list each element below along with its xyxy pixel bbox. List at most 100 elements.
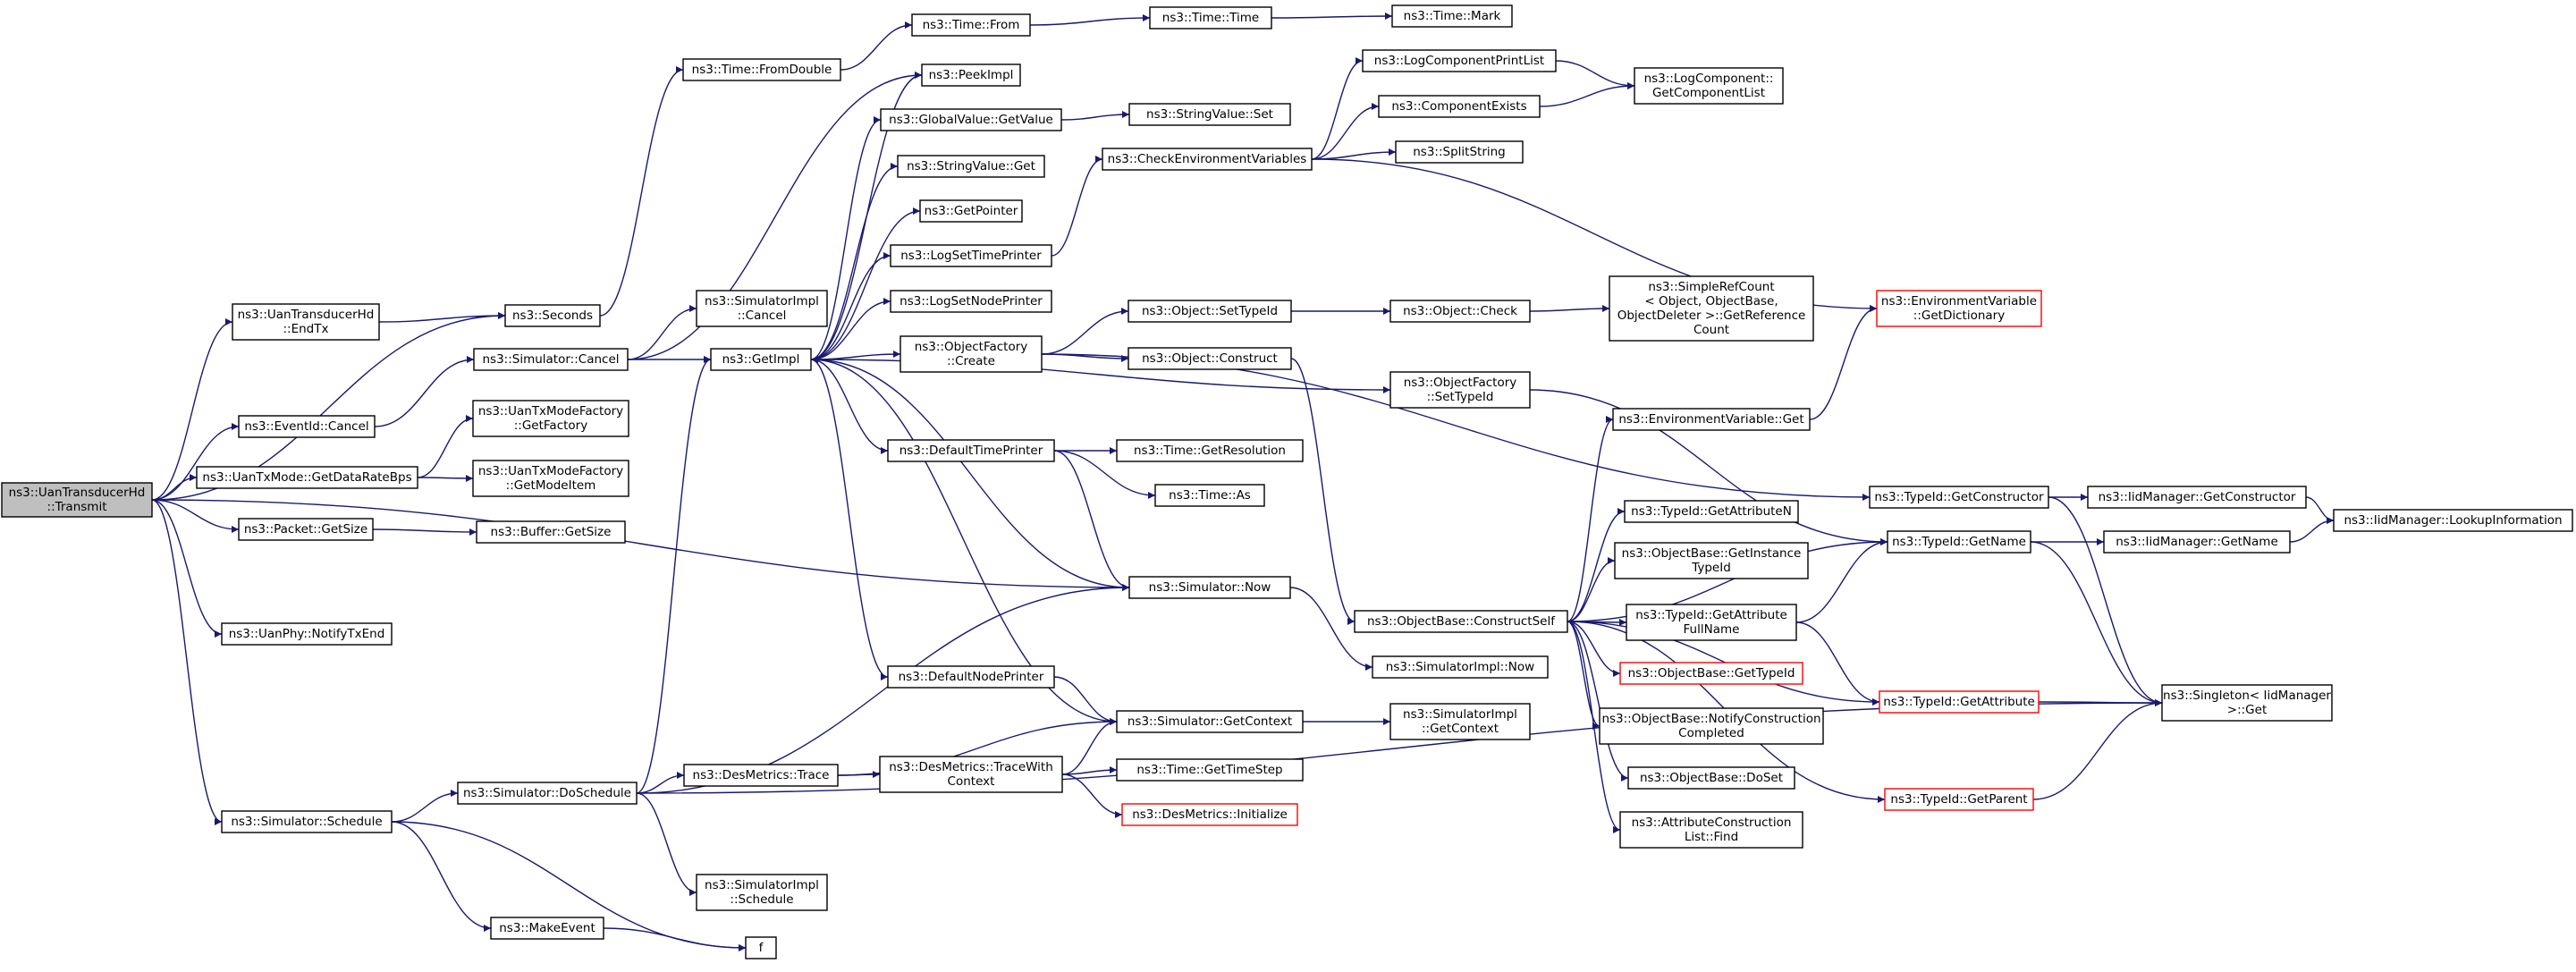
node-time_from[interactable]: ns3::Time::From	[911, 13, 1031, 37]
node-modefactory_getfactory[interactable]: ns3::UanTxModeFactory::GetFactory	[472, 400, 629, 437]
node-label: ns3::Time::FromDouble	[692, 63, 832, 77]
node-label: ns3::GetPointer	[925, 204, 1018, 218]
node-checkenvvars[interactable]: ns3::CheckEnvironmentVariables	[1102, 148, 1313, 171]
node-box	[899, 335, 1043, 373]
node-sim_doschedule[interactable]: ns3::Simulator::DoSchedule	[457, 782, 638, 805]
node-simimpl_schedule[interactable]: ns3::SimulatorImpl::Schedule	[696, 874, 828, 911]
node-sim_cancel[interactable]: ns3::Simulator::Cancel	[473, 348, 629, 371]
graph-edge	[810, 252, 891, 360]
node-objectbase_doset[interactable]: ns3::ObjectBase::DoSet	[1627, 766, 1795, 790]
node-simplerefcount[interactable]: ns3::SimpleRefCount< Object, ObjectBase,…	[1609, 275, 1814, 342]
node-time_time[interactable]: ns3::Time::Time	[1149, 6, 1272, 30]
node-envvar_getdictionary[interactable]: ns3::EnvironmentVariable::GetDictionary	[1876, 290, 2042, 327]
node-packet_getsize[interactable]: ns3::Packet::GetSize	[238, 518, 374, 541]
node-notifytxend[interactable]: ns3::UanPhy::NotifyTxEnd	[221, 622, 393, 646]
node-transmit[interactable]: ns3::UanTransducerHd::Transmit	[1, 482, 153, 518]
node-object_settypeid[interactable]: ns3::Object::SetTypeId	[1128, 300, 1292, 323]
node-object_check[interactable]: ns3::Object::Check	[1389, 300, 1531, 323]
node-typeid_getattributen[interactable]: ns3::TypeId::GetAttributeN	[1624, 500, 1799, 523]
node-getdataratebps[interactable]: ns3::UanTxMode::GetDataRateBps	[196, 466, 418, 489]
node-globalvalue_getvalue[interactable]: ns3::GlobalValue::GetValue	[880, 108, 1062, 131]
node-label: ns3::TypeId::GetAttribute	[1635, 608, 1787, 622]
node-time_mark[interactable]: ns3::Time::Mark	[1391, 4, 1513, 28]
node-time_fromdouble[interactable]: ns3::Time::FromDouble	[682, 58, 841, 81]
edge-defaulttimeprinter-to-time_as	[1053, 450, 1156, 499]
node-simimpl_now[interactable]: ns3::SimulatorImpl::Now	[1372, 655, 1549, 679]
node-getimpl[interactable]: ns3::GetImpl	[710, 348, 812, 371]
node-label: ns3::ObjectFactory	[1404, 376, 1517, 390]
node-peekimpl[interactable]: ns3::PeekImpl	[921, 63, 1021, 87]
node-seconds[interactable]: ns3::Seconds	[504, 304, 601, 327]
node-objectfactory_settypeid[interactable]: ns3::ObjectFactory::SetTypeId	[1389, 371, 1531, 409]
node-singleton_get[interactable]: ns3::Singleton< IidManager>::Get	[2161, 684, 2333, 722]
edge-transmit-to-seconds	[151, 312, 506, 501]
graph-edge	[2030, 541, 2163, 706]
node-time_gettimestep[interactable]: ns3::Time::GetTimeStep	[1116, 758, 1304, 782]
node-componentexists[interactable]: ns3::ComponentExists	[1378, 95, 1541, 118]
node-simimpl_getcontext[interactable]: ns3::SimulatorImpl::GetContext	[1389, 703, 1531, 740]
node-label: ns3::Simulator::Schedule	[231, 815, 382, 829]
node-defaultnodeprinter[interactable]: ns3::DefaultNodePrinter	[887, 665, 1055, 689]
graph-edge	[1567, 557, 1616, 622]
graph-edge	[391, 790, 459, 823]
node-label: ns3::Time::From	[923, 18, 1020, 32]
node-endtx[interactable]: ns3::UanTransducerHd::EndTx	[232, 303, 380, 341]
edge-logcomponentprintlist-to-getcomponentlist	[1555, 60, 1635, 89]
node-iidmanager_getname[interactable]: ns3::IidManager::GetName	[2103, 530, 2291, 554]
node-logsetnodeprinter[interactable]: ns3::LogSetNodePrinter	[890, 290, 1052, 313]
node-label: ObjectDeleter >::GetReference	[1617, 309, 1806, 323]
edge-desmetrics_trace-to-desmetrics_tracewithcontext	[837, 771, 881, 779]
edge-globalvalue_getvalue-to-stringvalue_set	[1060, 111, 1130, 121]
graph-edge	[636, 792, 697, 896]
node-makeevent[interactable]: ns3::MakeEvent	[490, 917, 604, 940]
node-typeid_getattribute[interactable]: ns3::TypeId::GetAttribute	[1879, 690, 2040, 714]
node-box	[2087, 486, 2307, 509]
node-sim_schedule[interactable]: ns3::Simulator::Schedule	[221, 810, 393, 833]
node-desmetrics_initialize[interactable]: ns3::DesMetrics::Initialize	[1121, 803, 1298, 826]
node-stringvalue_set[interactable]: ns3::StringValue::Set	[1128, 103, 1291, 126]
node-sim_now[interactable]: ns3::Simulator::Now	[1128, 576, 1291, 599]
node-buffer_getsize[interactable]: ns3::Buffer::GetSize	[476, 520, 626, 544]
node-label: ns3::MakeEvent	[499, 921, 595, 935]
node-eventid_cancel[interactable]: ns3::EventId::Cancel	[238, 415, 376, 438]
node-box	[1395, 140, 1524, 164]
node-iidmanager_lookupinformation[interactable]: ns3::IidManager::LookupInformation	[2333, 509, 2573, 532]
node-simimpl_cancel[interactable]: ns3::SimulatorImpl::Cancel	[696, 290, 828, 327]
graph-edge	[1311, 57, 1364, 160]
node-objectfactory_create[interactable]: ns3::ObjectFactory::Create	[899, 335, 1043, 373]
node-modefactory_getmodeitem[interactable]: ns3::UanTxModeFactory::GetModeItem	[472, 460, 629, 497]
edge-time_time-to-time_mark	[1271, 13, 1393, 21]
node-object_construct[interactable]: ns3::Object::Construct	[1128, 347, 1292, 370]
node-splitstring[interactable]: ns3::SplitString	[1395, 140, 1524, 164]
node-getpointer[interactable]: ns3::GetPointer	[919, 199, 1023, 223]
node-f[interactable]: f	[745, 936, 777, 959]
node-typeid_getparent[interactable]: ns3::TypeId::GetParent	[1884, 788, 2034, 811]
node-getcomponentlist[interactable]: ns3::LogComponent::GetComponentList	[1634, 67, 1784, 105]
node-logsettimeprinter[interactable]: ns3::LogSetTimePrinter	[890, 244, 1052, 267]
node-envvar_get[interactable]: ns3::EnvironmentVariable::Get	[1612, 408, 1811, 431]
node-label: ns3::Buffer::GetSize	[491, 525, 612, 539]
node-iidmanager_getconstructor[interactable]: ns3::IidManager::GetConstructor	[2087, 486, 2307, 509]
node-objectbase_gettypeid[interactable]: ns3::ObjectBase::GetTypeId	[1619, 662, 1803, 685]
node-sim_getcontext[interactable]: ns3::Simulator::GetContext	[1116, 710, 1304, 733]
node-label: TypeId	[1691, 561, 1731, 575]
node-label: ns3::LogComponent::	[1644, 72, 1774, 86]
graph-edge	[603, 927, 747, 951]
node-typeid_getname[interactable]: ns3::TypeId::GetName	[1887, 530, 2031, 554]
node-logcomponentprintlist[interactable]: ns3::LogComponentPrintList	[1362, 49, 1557, 72]
graph-edge	[1061, 718, 1118, 775]
node-defaulttimeprinter[interactable]: ns3::DefaultTimePrinter	[887, 439, 1055, 462]
node-objectbase_notifyconstructioncompleted[interactable]: ns3::ObjectBase::NotifyConstructionCompl…	[1599, 707, 1824, 745]
node-stringvalue_get[interactable]: ns3::StringValue::Get	[897, 155, 1045, 178]
node-box	[1879, 690, 2040, 714]
node-time_as[interactable]: ns3::Time::As	[1154, 484, 1265, 507]
graph-edge	[1567, 621, 1621, 833]
node-objectbase_constructself[interactable]: ns3::ObjectBase::ConstructSelf	[1354, 610, 1568, 633]
node-typeid_getconstructor[interactable]: ns3::TypeId::GetConstructor	[1869, 486, 2049, 509]
node-desmetrics_trace[interactable]: ns3::DesMetrics::Trace	[683, 764, 839, 787]
node-time_getresolution[interactable]: ns3::Time::GetResolution	[1116, 439, 1304, 462]
